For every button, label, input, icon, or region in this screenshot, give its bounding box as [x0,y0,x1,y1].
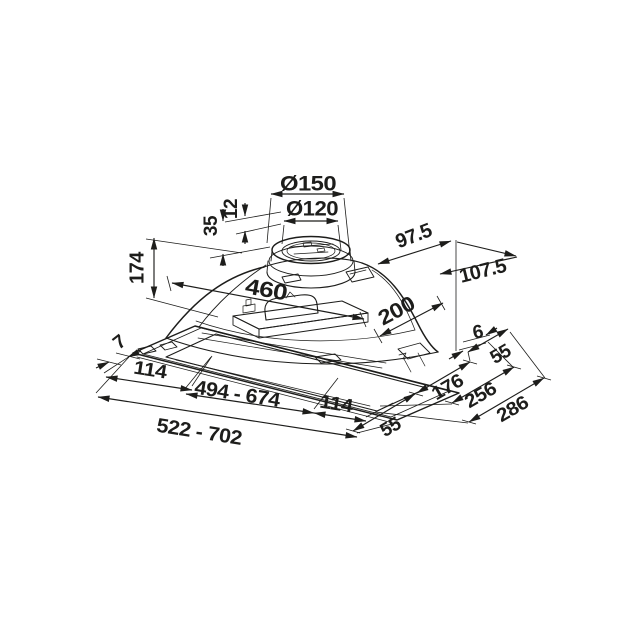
dim-line-overall-width [97,395,358,439]
edge-rear-lip-b [462,334,491,343]
dim-label-duct-inner: Ø120 [286,198,338,221]
dim-label-spigot-height: 35 [201,215,222,236]
leader-body-height-bottom [145,297,219,318]
base-inner-rim [142,327,450,418]
dim-label-collar-lip-height: 12 [221,199,242,219]
dim-label-overall-width: 522 - 702 [155,415,244,450]
tick-inner-depth-left [408,391,424,397]
conn-rear-to-overall [509,331,546,379]
edge-rear-lip-a [458,342,487,351]
hood-illustration [132,235,460,424]
leader-collar-lip [235,223,282,235]
canopy-top-edge [263,257,363,268]
edge-rim-lip-a [96,358,122,366]
dim-label-right-height: 107.5 [457,255,509,288]
conn-cutout-depth [379,403,453,407]
ext-duct-inner-right [337,224,342,251]
collar-side-left [270,250,273,262]
dim-label-inner-depth: 176 [428,370,467,405]
leader-body-height-top [145,238,243,254]
dim-line-left-inset [105,375,193,392]
ext-duct-outer-left [266,197,272,244]
leader-collar-top [224,211,282,223]
tick-body-depth-left [373,328,383,344]
damper-tab-1 [302,241,313,248]
dim-label-left-inset: 114 [132,358,169,384]
bracket-right-strut-1 [403,358,412,373]
dim-arrow-rim-lip-a [95,361,110,370]
conn-overall-depth [374,411,469,424]
damper-line-1 [289,243,334,248]
collar-rim-inner [281,240,341,262]
dim-line-body-depth [379,302,444,337]
ext-duct-inner-left [281,224,285,245]
tick-body-width-left [166,275,172,292]
edge-rim-lip-b [115,352,141,360]
damper-tab-2 [316,247,326,253]
tick-front-offset-left [345,428,361,434]
conn-rear-to-inner [467,351,471,362]
dim-label-front-offset: 55 [377,413,406,442]
dim-line-right-height-lower [439,256,518,275]
ext-left-inset-left [103,355,131,374]
damper-line-2 [293,251,329,255]
collar-front-notch [281,273,302,284]
dim-label-rim-lip: 7 [109,331,130,354]
tick-inner-depth-right [462,359,478,365]
dim-label-overall-depth: 286 [493,392,532,427]
dim-arrow-rim-lip-b [127,349,142,358]
ext-left-inset-right [191,355,213,387]
hood-base-frame [132,325,460,424]
dim-line-top-depth [377,240,452,265]
collar-cable-tab [345,266,375,283]
dim-label-duct-outer: Ø150 [280,173,336,196]
tick-body-depth-right [436,295,446,311]
collar-rim-outer [271,235,351,265]
collar-side-right [349,250,352,262]
base-rail-2 [201,332,387,364]
dim-line-front-offset [352,393,416,432]
dimension-lines [95,190,552,439]
conn-rear-to-cutout [487,341,515,369]
tick-cutout-depth-right [506,364,522,370]
motor-plate-left-face [232,315,260,339]
ext-duct-outer-right [343,197,351,256]
dim-label-rear-offset: 55 [487,340,516,369]
bracket-front-right [314,353,342,364]
ext-overall-width-left [95,356,130,394]
canopy-bottom-edge [165,337,439,365]
tick-cutout-depth-left [444,400,460,406]
dim-label-body-depth: 200 [374,292,418,330]
collar-skirt-side-left [266,260,269,273]
left-tip-clip-1 [137,345,157,355]
dim-line-body-width [171,281,365,321]
collar-cable-tab-line [349,269,367,275]
ext-cutout-width-left [183,356,212,391]
dim-line-right-height-upper [456,241,517,257]
left-tip-clip-2 [159,341,178,351]
tick-overall-depth-left [461,419,477,425]
tick-body-width-right [359,311,367,328]
dim-label-rear-lip: 6 [471,321,485,344]
dim-label-body-height: 174 [126,251,148,284]
dim-label-right-inset: 114 [318,392,355,418]
dim-line-rear-offset [467,328,509,353]
dim-line-overall-depth [468,377,545,423]
bracket-right-spring [398,352,411,360]
dim-arrow-rear-lip-a [448,350,464,360]
dim-arrow-rear-lip-b [485,326,498,336]
tick-overall-depth-right [536,375,552,381]
